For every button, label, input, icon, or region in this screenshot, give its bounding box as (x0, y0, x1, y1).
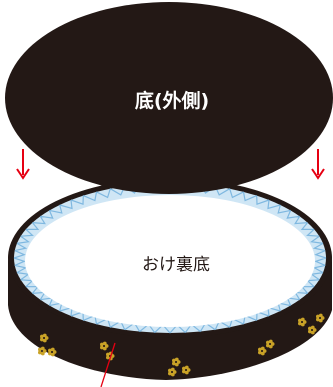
flower-icon (40, 333, 49, 343)
left-down-arrow-icon (16, 149, 30, 180)
tub-body: おけ裏底 (8, 178, 332, 380)
flower-icon (182, 365, 191, 375)
lid-bottom (5, 2, 333, 194)
flower-icon (168, 367, 177, 377)
leader-line (100, 342, 116, 387)
right-down-arrow-icon (311, 149, 325, 180)
lid-bottom-label: 底(外側) (135, 89, 209, 112)
flower-icon (308, 325, 317, 335)
flower-icon (106, 351, 115, 361)
inner-base-label: おけ裏底 (142, 254, 210, 275)
flower-decorations (38, 313, 325, 377)
flower-icon (100, 341, 109, 351)
inner-base (25, 195, 315, 327)
flower-icon (38, 346, 47, 356)
flower-icon (266, 339, 275, 349)
flower-icon (298, 317, 307, 327)
flower-icon (316, 313, 325, 323)
flower-icon (172, 357, 181, 367)
flower-icon (48, 347, 57, 357)
flower-icon (258, 346, 267, 356)
